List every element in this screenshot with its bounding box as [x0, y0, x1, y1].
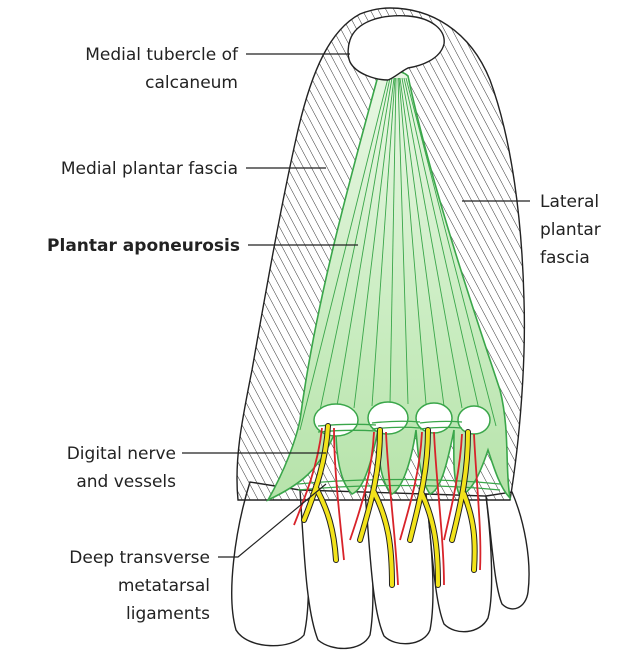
label-deep-transverse-line2: metatarsal	[118, 576, 210, 596]
toe-1	[232, 482, 309, 646]
toe-5	[486, 492, 529, 609]
label-plantar-aponeurosis: Plantar aponeurosis	[47, 236, 240, 256]
label-deep-transverse-line1: Deep transverse	[69, 548, 210, 568]
label-medial-plantar-fascia: Medial plantar fascia	[61, 159, 238, 179]
label-lateral-plantar-fascia-line3: fascia	[540, 248, 590, 268]
label-lateral-plantar-fascia-line2: plantar	[540, 220, 601, 240]
label-digital-nerve-line1: Digital nerve	[67, 444, 176, 464]
label-medial-tubercle-line2: calcaneum	[145, 73, 238, 93]
label-lateral-plantar-fascia-line1: Lateral	[540, 192, 599, 212]
label-deep-transverse-line3: ligaments	[126, 604, 210, 624]
label-medial-tubercle-line1: Medial tubercle of	[85, 45, 239, 65]
toe-2	[300, 490, 373, 648]
label-digital-nerve-line2: and vessels	[76, 472, 176, 492]
toe-3	[365, 492, 433, 644]
